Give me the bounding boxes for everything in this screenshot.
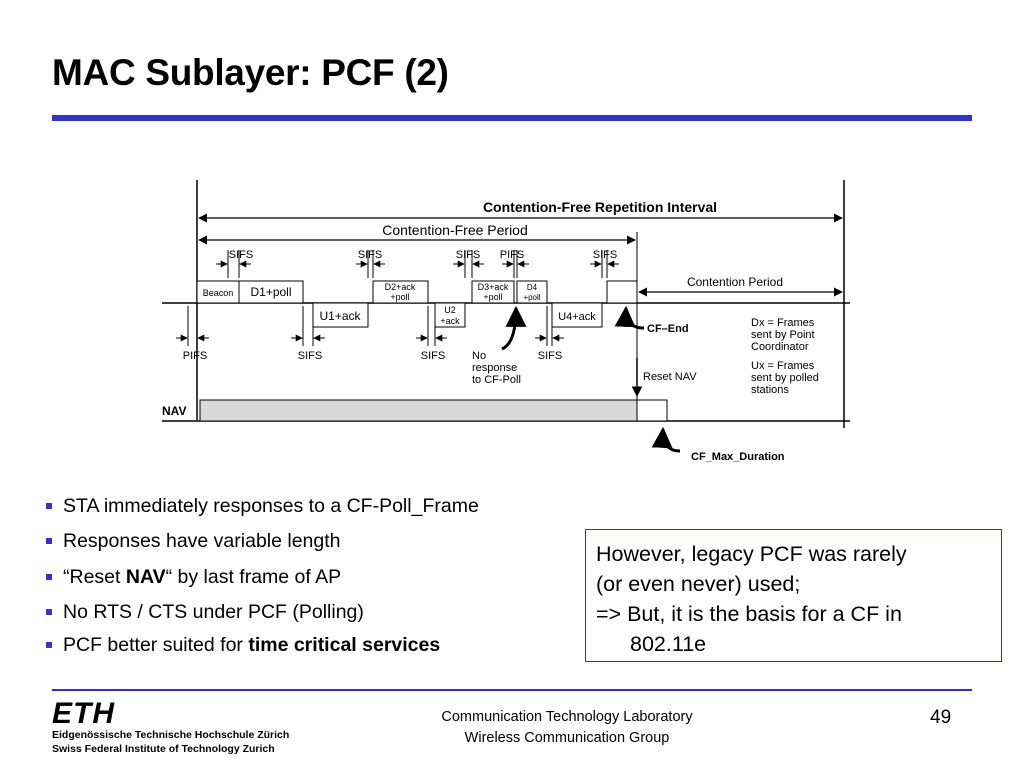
eth-logo-line-1: Eidgenössische Technische Hochschule Zür… — [52, 729, 290, 741]
beacon-label: Beacon — [203, 288, 234, 298]
cf-max-duration-label: CF_Max_Duration — [691, 451, 785, 463]
cf-end-arrow — [614, 305, 645, 330]
nav-remainder — [636, 399, 668, 422]
no-response-arrow — [501, 305, 527, 351]
d2-frame — [372, 280, 429, 304]
reset-nav-label: Reset NAV — [643, 371, 697, 383]
cfri-label: Contention-Free Repetition Interval — [483, 199, 717, 215]
slide-title: MAC Sublayer: PCF (2) — [52, 52, 449, 93]
pcf-timing-diagram: Contention-Free Repetition Interval Cont… — [150, 178, 860, 470]
d2-label-1: D2+ack — [385, 282, 416, 292]
no-response-line2: response — [472, 362, 517, 374]
cf-max-duration-arrow — [651, 426, 681, 453]
nav-bar — [199, 399, 638, 422]
callout-line: => But, it is the basis for a CF in — [596, 602, 902, 626]
no-response-line3: to CF-Poll — [472, 374, 521, 386]
eth-logo: ETH Eidgenössische Technische Hochschule… — [52, 697, 290, 756]
d4-label-1: D4 — [527, 283, 538, 292]
legend-ux-2: sent by polled — [751, 372, 819, 384]
u2-label-1: U2 — [444, 305, 456, 315]
d3-label-1: D3+ack — [478, 282, 509, 292]
legend-dx-1: Dx = Frames — [751, 317, 815, 329]
cf-end-frame — [606, 280, 638, 304]
footer-group: Wireless Communication Group — [464, 730, 670, 746]
nav-label: NAV — [162, 404, 186, 418]
d3-label-2: +poll — [483, 292, 502, 302]
title-divider — [52, 115, 972, 121]
cf-end-label: CF–End — [647, 323, 689, 335]
d2-label-2: +poll — [390, 292, 409, 302]
bullet-item: “Reset NAV“ by last frame of AP — [44, 566, 479, 588]
u4-label: U4+ack — [558, 311, 596, 323]
bullet-list: STA immediately responses to a CF-Poll_F… — [44, 495, 479, 656]
d1-label: D1+poll — [250, 285, 291, 299]
bullet-item: Responses have variable length — [44, 530, 479, 552]
page-number: 49 — [930, 707, 952, 728]
legend-ux-1: Ux = Frames — [751, 360, 815, 372]
callout-line: However, legacy PCF was rarely — [596, 542, 907, 566]
footer-affiliation: Communication Technology Laboratory Wire… — [400, 707, 734, 749]
sifs-label-4: SIFS — [593, 249, 617, 261]
callout-line: 802.11e — [630, 632, 707, 656]
pifs-label-2: PIFS — [183, 350, 207, 362]
sifs-label-1: SIFS — [229, 249, 253, 261]
sifs-label-6: SIFS — [421, 350, 445, 362]
d1-frame — [238, 280, 304, 304]
legend-dx-3: Coordinator — [751, 341, 809, 353]
u1-label: U1+ack — [319, 309, 361, 323]
sifs-label-5: SIFS — [298, 350, 322, 362]
u2-label-2: +ack — [440, 316, 460, 326]
u4-frame — [551, 302, 603, 328]
cp-label: Contention Period — [687, 275, 783, 289]
sifs-label-3: SIFS — [456, 249, 480, 261]
legend-dx-2: sent by Point — [751, 329, 815, 341]
bullet-item: PCF better suited for time critical serv… — [44, 634, 479, 656]
eth-logo-mark: ETH — [52, 697, 115, 730]
footer-lab: Communication Technology Laboratory — [441, 709, 693, 725]
legacy-pcf-callout: However, legacy PCF was rarely (or even … — [585, 529, 1002, 662]
no-response-line1: No — [472, 350, 486, 362]
sifs-label-7: SIFS — [538, 350, 562, 362]
d4-label-2: +poll — [523, 293, 540, 302]
d3-frame — [471, 280, 515, 304]
u1-frame — [312, 302, 369, 328]
cfp-label: Contention-Free Period — [382, 222, 528, 238]
pifs-label-1: PIFS — [500, 249, 524, 261]
d4-frame — [516, 280, 548, 304]
legend-ux-3: stations — [751, 384, 789, 396]
bullet-item: STA immediately responses to a CF-Poll_F… — [44, 495, 479, 517]
u2-frame — [434, 302, 466, 328]
sifs-label-2: SIFS — [358, 249, 382, 261]
eth-logo-line-2: Swiss Federal Institute of Technology Zu… — [52, 743, 275, 755]
bullet-item: No RTS / CTS under PCF (Polling) — [44, 601, 479, 623]
footer-divider — [52, 689, 972, 691]
callout-line: (or even never) used; — [596, 572, 801, 596]
